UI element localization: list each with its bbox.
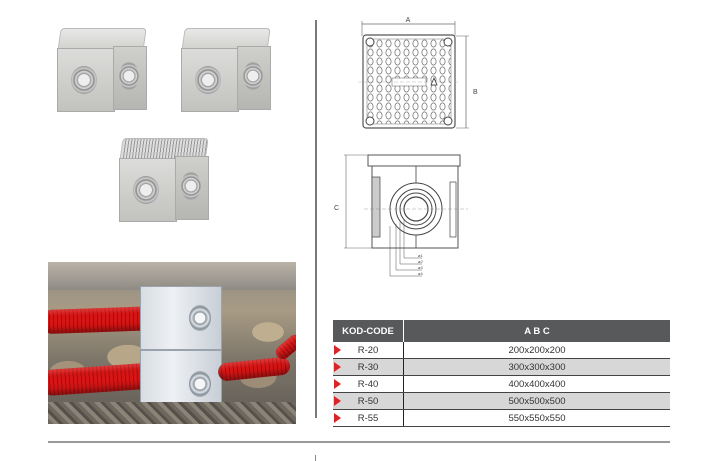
- header-code: KOD-CODE: [333, 320, 404, 342]
- page-tick: [315, 455, 316, 461]
- red-arrow-icon: [334, 413, 341, 423]
- inspection-box-grated-lid: [115, 138, 210, 223]
- code-cell: R-50: [357, 395, 379, 407]
- inspection-box-solid-lid: [53, 28, 148, 113]
- svg-text:ø2: ø2: [418, 259, 423, 264]
- svg-text:ø1: ø1: [418, 253, 423, 258]
- horizontal-rule: [48, 441, 670, 443]
- table-row: R-30 300x300x300: [333, 358, 670, 376]
- abc-cell: 200x200x200: [403, 342, 670, 359]
- red-pipe: [217, 356, 291, 382]
- vertical-divider: [315, 20, 317, 418]
- code-cell: R-30: [357, 361, 379, 373]
- table-row: R-50 500x500x500: [333, 392, 670, 410]
- red-arrow-icon: [334, 345, 341, 355]
- svg-text:ø3: ø3: [418, 265, 423, 270]
- table-row: R-55 550x550x550: [333, 409, 670, 427]
- svg-text:C: C: [334, 205, 339, 212]
- installed-box: [140, 286, 222, 418]
- abc-cell: 300x300x300: [403, 358, 670, 376]
- table-header-row: KOD-CODE A B C: [333, 320, 670, 342]
- abc-cell: 400x400x400: [403, 375, 670, 393]
- code-cell: R-55: [357, 412, 379, 424]
- product-photo-boxes: [45, 20, 300, 245]
- inspection-box-solid-lid-2: [177, 28, 272, 113]
- table-row: R-20 200x200x200: [333, 342, 670, 359]
- svg-text:ø4: ø4: [418, 271, 423, 276]
- red-arrow-icon: [334, 396, 341, 406]
- code-cell: R-20: [357, 344, 379, 356]
- spec-table: KOD-CODE A B C R-20 200x200x200 R-30 300…: [333, 320, 670, 427]
- svg-text:B: B: [473, 89, 478, 96]
- installation-photo: [48, 262, 296, 424]
- svg-text:A: A: [406, 17, 411, 24]
- code-cell: R-40: [357, 378, 379, 390]
- red-arrow-icon: [334, 379, 341, 389]
- header-abc: A B C: [403, 320, 670, 342]
- abc-cell: 500x500x500: [403, 392, 670, 410]
- table-row: R-40 400x400x400: [333, 375, 670, 393]
- technical-drawing: A B C ø1 ø2 ø3 ø4: [334, 17, 478, 277]
- abc-cell: 550x550x550: [403, 409, 670, 427]
- red-arrow-icon: [334, 362, 341, 372]
